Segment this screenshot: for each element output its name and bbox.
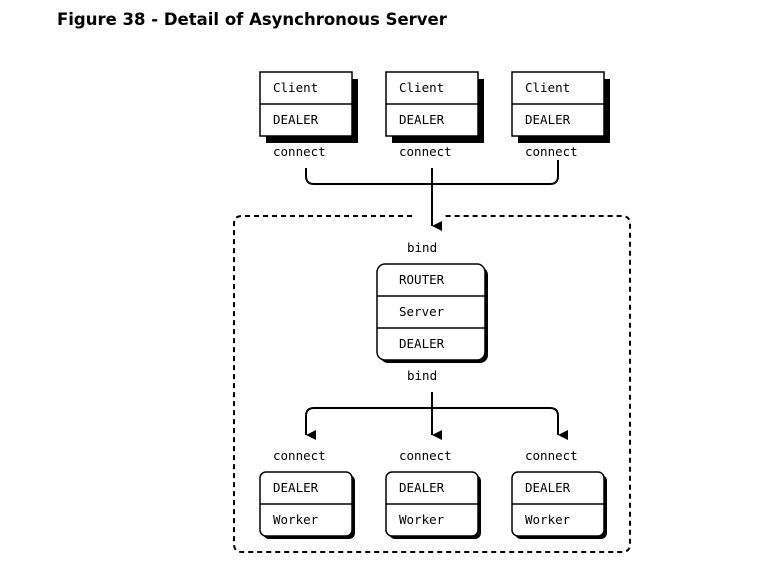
server-bind-bottom-label: bind [407, 368, 437, 383]
client-node-3: Client DEALER connect [511, 71, 610, 159]
worker-connect-label: connect [273, 448, 326, 463]
client-connect-label: connect [273, 144, 326, 159]
worker-fanout-left [305, 407, 432, 440]
server-dealer-label: DEALER [399, 336, 445, 351]
figure-title: Figure 38 - Detail of Asynchronous Serve… [57, 10, 447, 29]
worker-node-1: connect DEALER Worker [259, 448, 355, 539]
server-node: ROUTER Server DEALER [376, 263, 488, 363]
worker-socket-label: DEALER [525, 480, 571, 495]
client-socket-label: DEALER [399, 112, 445, 127]
worker-label: Worker [525, 512, 571, 527]
client-node-2: Client DEALER connect [385, 71, 484, 159]
worker-node-2: connect DEALER Worker [385, 448, 481, 539]
client-label: Client [399, 80, 444, 95]
server-bind-top-label: bind [407, 240, 437, 255]
worker-label: Worker [273, 512, 319, 527]
client-connect-label: connect [525, 144, 578, 159]
client-socket-label: DEALER [273, 112, 319, 127]
client-socket-label: DEALER [525, 112, 571, 127]
worker-label: Worker [399, 512, 445, 527]
worker-connect-label: connect [399, 448, 452, 463]
process-boundary [233, 215, 631, 553]
client-label: Client [525, 80, 570, 95]
worker-connect-label: connect [525, 448, 578, 463]
worker-socket-label: DEALER [273, 480, 319, 495]
client-connect-label: connect [399, 144, 452, 159]
worker-node-3: connect DEALER Worker [511, 448, 607, 539]
server-label: Server [399, 304, 445, 319]
client-label: Client [273, 80, 318, 95]
server-router-label: ROUTER [399, 272, 445, 287]
worker-socket-label: DEALER [399, 480, 445, 495]
client-node-1: Client DEALER connect [259, 71, 358, 159]
server-box [376, 263, 486, 361]
worker-fanout-right [432, 407, 568, 440]
